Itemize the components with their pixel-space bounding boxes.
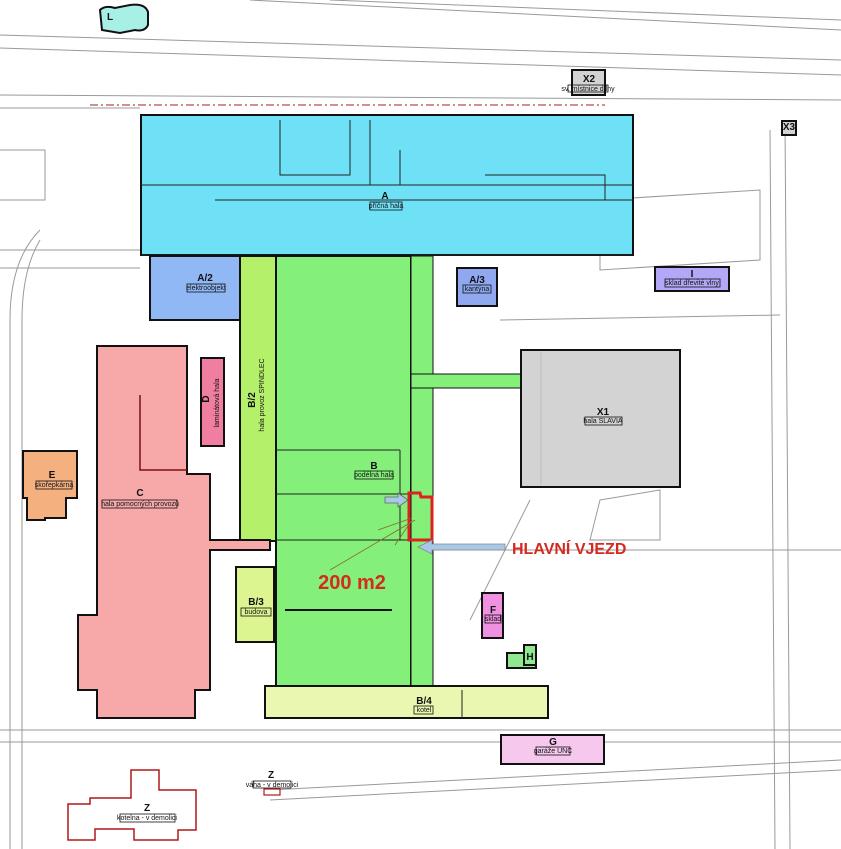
building-B3[interactable]: B/3 budova	[235, 566, 275, 643]
building-G-code: G	[549, 737, 557, 748]
building-X1-code: X1	[597, 407, 610, 418]
building-A3[interactable]: A/3 kantýna	[456, 267, 498, 307]
building-B[interactable]: B podélná hala	[275, 255, 522, 687]
building-I[interactable]: I sklad dřevité vlny	[654, 266, 730, 292]
building-X2-code: X2	[583, 74, 596, 85]
building-H-code: H	[526, 652, 533, 663]
building-A[interactable]: A příčná hala	[140, 114, 634, 256]
building-I-label: sklad dřevité vlny	[665, 280, 719, 287]
building-E[interactable]: E skořepkárna	[22, 450, 78, 521]
building-D-code: D	[201, 395, 212, 402]
building-C-label: hala pomocných provozů	[101, 500, 179, 508]
building-X2-label: sv. místnice dílny	[561, 86, 615, 93]
building-L[interactable]: L	[98, 3, 149, 35]
building-Z-vaha[interactable]: Z váha - v demolici	[246, 770, 299, 796]
building-Z1-code: Z	[144, 803, 150, 814]
building-E-label: skořepkárna	[35, 482, 74, 489]
building-B4-code: B/4	[416, 696, 432, 707]
entrance-label: HLAVNÍ VJEZD	[512, 539, 626, 558]
building-Z1-label: kotelna - v demolici	[117, 815, 177, 822]
building-X1-label: hala SLAVIA	[583, 418, 623, 425]
building-B2-code: B/2	[247, 392, 258, 408]
building-Z-kotelna[interactable]: Z kotelna - v demolici	[67, 769, 197, 841]
building-B2-label: hala provoz SPINDLEC	[259, 358, 266, 431]
building-A3-code: A/3	[469, 275, 485, 286]
building-B-label: podélná hala	[354, 472, 394, 479]
building-B4[interactable]: B/4 kotel	[264, 685, 549, 719]
building-B2[interactable]: B/2 hala provoz SPINDLEC	[239, 255, 277, 542]
building-C-code: C	[136, 488, 143, 499]
building-X3-code: X3	[783, 122, 796, 133]
building-A-code: A	[381, 191, 388, 202]
main-entrance[interactable]: HLAVNÍ VJEZD	[417, 539, 626, 558]
building-F-label: sklad	[485, 616, 501, 623]
building-G-label: garáže UNC	[534, 748, 573, 755]
area-label: 200 m2	[318, 572, 386, 594]
entrance-arrow-icon	[417, 539, 506, 555]
building-A2-label: elektroobjekt	[186, 285, 226, 292]
rental-area[interactable]: 200 m2	[318, 491, 434, 594]
building-D-label: laminátová hala	[214, 378, 221, 427]
building-A2-code: A/2	[197, 273, 213, 284]
building-Z2-code: Z	[268, 770, 274, 781]
building-F-code: F	[490, 605, 496, 616]
building-E-code: E	[49, 470, 56, 481]
building-F[interactable]: F sklad	[481, 592, 504, 639]
building-X1[interactable]: X1 hala SLAVIA	[520, 349, 681, 488]
building-G[interactable]: G garáže UNC	[500, 734, 605, 765]
building-A-label: příčná hala	[369, 203, 404, 210]
building-B4-label: kotel	[417, 707, 432, 714]
building-B3-code: B/3	[248, 597, 264, 608]
building-Z2-label: váha - v demolici	[246, 782, 299, 789]
building-D[interactable]: D laminátová hala	[200, 357, 225, 447]
building-X3[interactable]: X3	[781, 120, 797, 136]
building-I-code: I	[691, 269, 694, 280]
building-A3-label: kantýna	[465, 286, 490, 293]
building-C[interactable]: C hala pomocných provozů	[77, 345, 271, 719]
building-L-code: L	[107, 12, 113, 23]
building-A2[interactable]: A/2 elektroobjekt	[149, 255, 241, 321]
building-X2[interactable]: X2 sv. místnice dílny	[561, 69, 615, 96]
building-B-code: B	[370, 461, 377, 472]
building-B3-label: budova	[245, 609, 268, 616]
side-arrow-icon	[384, 492, 409, 508]
building-H[interactable]: H	[506, 644, 537, 669]
